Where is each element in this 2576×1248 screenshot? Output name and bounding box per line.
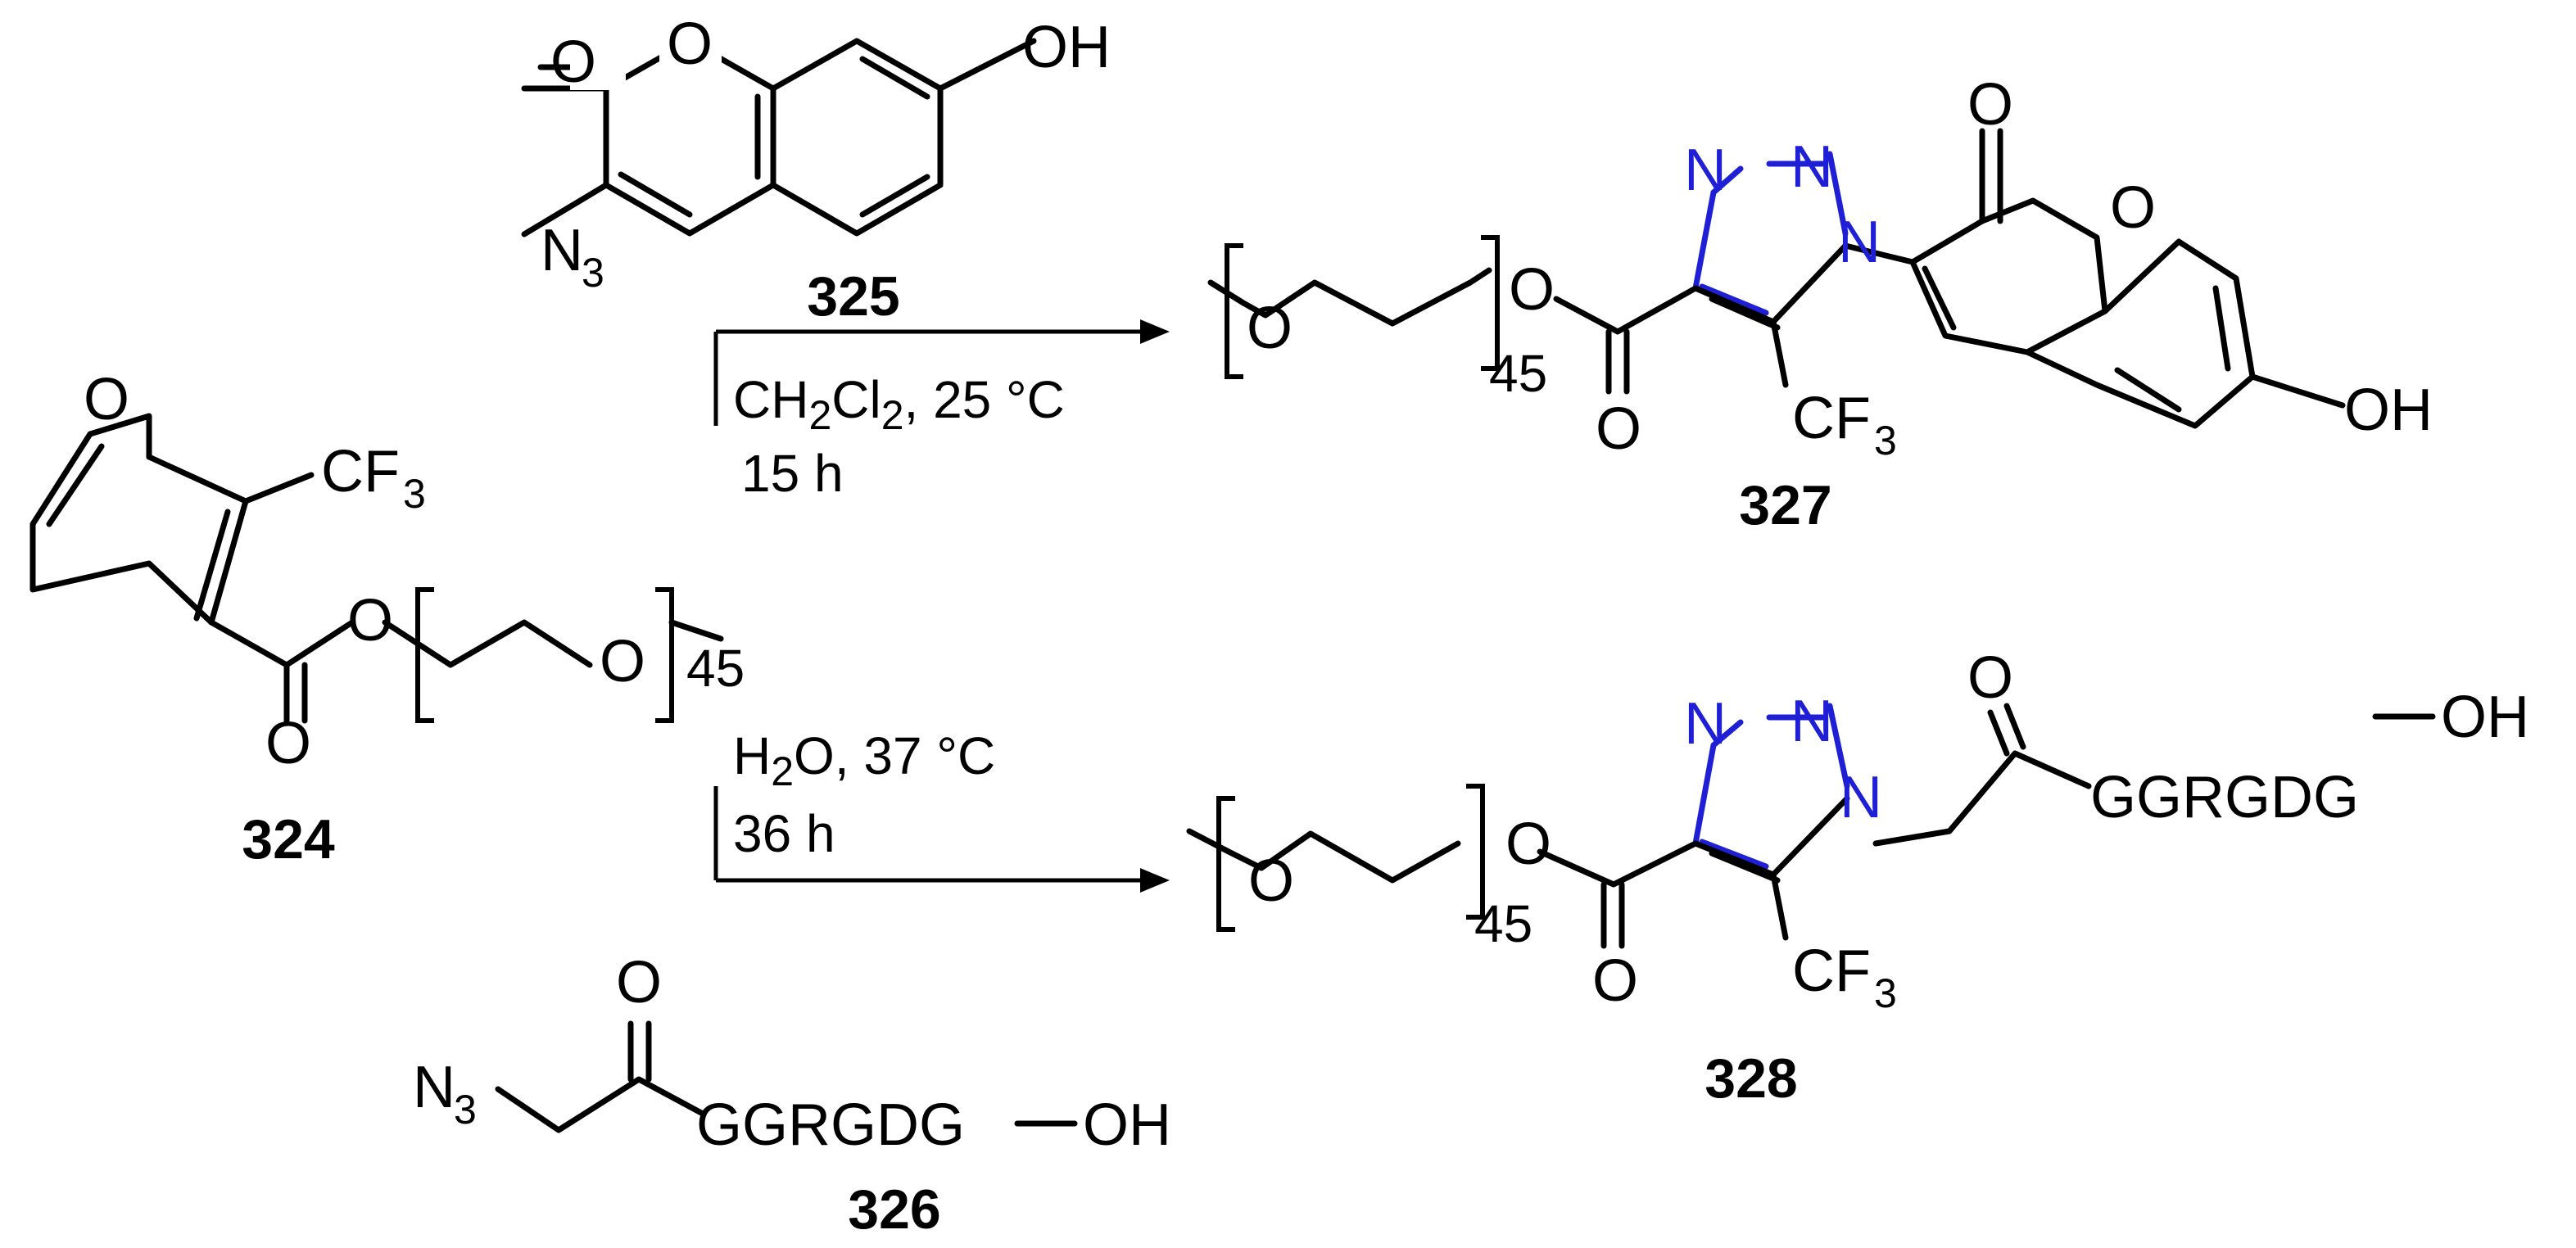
atom-cf: CF <box>321 439 400 504</box>
compound-label-325: 325 <box>807 265 899 328</box>
atom-o-bridge: O <box>84 367 129 432</box>
atom-o-carbonyl: O <box>1592 948 1638 1014</box>
triazole-n2: N <box>1791 134 1833 200</box>
atom-oh: OH <box>2344 378 2433 443</box>
atom-o-ester: O <box>1509 257 1555 323</box>
atom-o-carbonyl: O <box>550 29 596 95</box>
atom-o-coumarin-ring: O <box>2110 175 2156 241</box>
reaction-arrow-bottom <box>713 786 1170 893</box>
compound-label-324: 324 <box>242 808 335 870</box>
atom-o-coumarin-carbonyl: O <box>1967 72 2013 138</box>
triazole-n1: N <box>1838 210 1881 275</box>
atom-o-peg: O <box>600 629 645 694</box>
peptide-sequence: GGRGDG <box>696 1092 965 1158</box>
atom-o-ester: O <box>347 588 393 653</box>
peg-repeat-count: 45 <box>1489 344 1547 403</box>
atom-n: N <box>541 218 583 283</box>
atom-oh: OH <box>1022 15 1111 80</box>
peg-repeat-count: 45 <box>1474 894 1532 953</box>
atom-o-peg: O <box>1247 296 1293 361</box>
reaction-arrow-top <box>713 319 1170 426</box>
conditions-top-line1: CH2Cl2, 25 °C <box>733 370 1065 438</box>
atom-o-carbonyl: O <box>265 711 311 776</box>
atom-oh: OH <box>1083 1092 1171 1158</box>
azide-subscript: 3 <box>582 250 604 296</box>
triazole-n2: N <box>1791 689 1833 754</box>
compound-327-structure: O 45 O O N N N CF 3 O O OH 327 <box>1207 72 2433 536</box>
azide-subscript: 3 <box>454 1087 477 1133</box>
compound-label-327: 327 <box>1739 474 1831 536</box>
atom-o-peg: O <box>1248 848 1294 914</box>
cf3-subscript: 3 <box>1874 970 1897 1016</box>
atom-o-acetyl: O <box>1967 645 2013 711</box>
conditions-bottom-line1: H2O, 37 °C <box>733 726 995 794</box>
cf3-subscript: 3 <box>1874 418 1897 463</box>
compound-326-structure: O N 3 GGRGDG OH 326 <box>413 950 1171 1241</box>
compound-324-structure: O CF 3 O O O 45 324 <box>29 367 745 870</box>
triazole-n1: N <box>1840 765 1882 830</box>
triazole-n3: N <box>1684 138 1727 203</box>
conditions-top-line2: 15 h <box>741 444 844 503</box>
atom-n: N <box>413 1055 455 1120</box>
atom-oh: OH <box>2441 685 2529 750</box>
compound-label-326: 326 <box>848 1178 940 1241</box>
peptide-sequence: GGRGDG <box>2090 765 2359 830</box>
triazole-n3: N <box>1684 691 1727 757</box>
atom-cf: CF <box>1792 938 1871 1004</box>
atom-o-carbonyl: O <box>1596 396 1641 462</box>
compound-label-328: 328 <box>1705 1047 1797 1110</box>
compound-328-structure: O 45 O O N N N CF 3 O GGRGDG OH 328 <box>1186 645 2529 1110</box>
atom-o-ring: O <box>667 11 713 77</box>
atom-o-ester: O <box>1505 812 1551 877</box>
conditions-bottom-line2: 36 h <box>733 804 835 863</box>
compound-325-structure: O O OH N 3 325 <box>521 11 1111 328</box>
cf3-subscript: 3 <box>403 471 426 517</box>
peg-repeat-count: 45 <box>686 639 745 698</box>
atom-o-carbonyl: O <box>616 950 662 1015</box>
atom-cf: CF <box>1792 386 1871 451</box>
